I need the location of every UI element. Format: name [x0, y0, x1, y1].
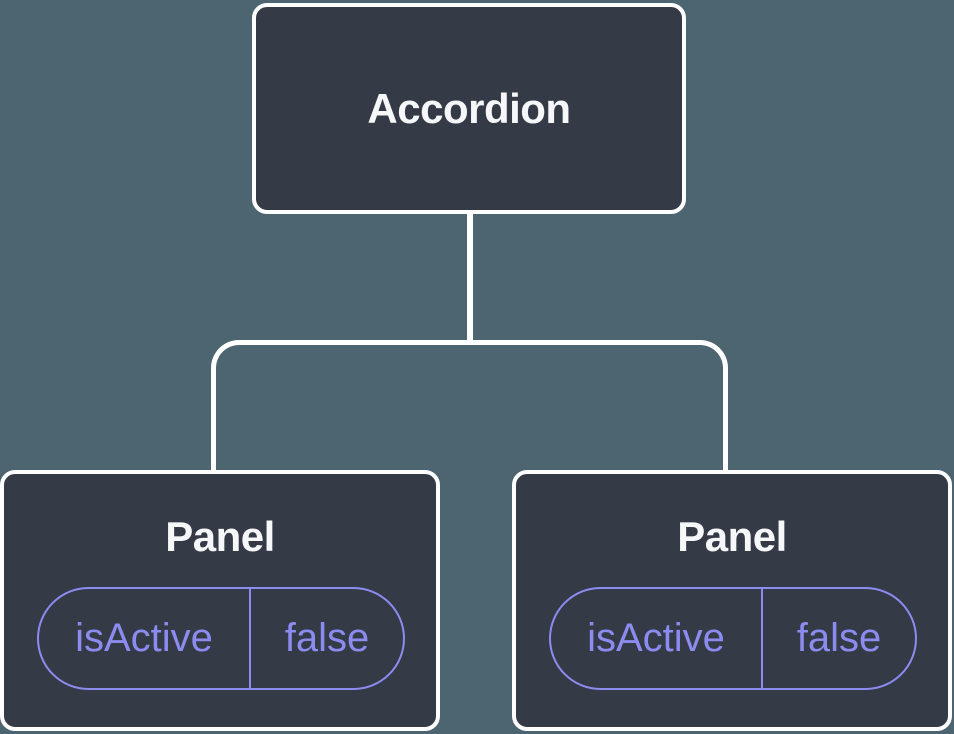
state-key-cell: isActive — [39, 589, 251, 688]
panel-node-label: Panel — [677, 513, 787, 560]
state-value-cell: false — [251, 589, 403, 688]
state-value-label: false — [796, 616, 882, 660]
state-key-label: isActive — [587, 616, 725, 660]
connector-bracket — [211, 340, 728, 471]
state-value-label: false — [284, 616, 370, 660]
panel-node-left: Panel isActive false — [0, 470, 440, 731]
accordion-node: Accordion — [252, 3, 686, 214]
panel-node-right: Panel isActive false — [512, 470, 952, 731]
panel-node-label: Panel — [165, 513, 275, 560]
state-pill: isActive false — [549, 587, 917, 690]
accordion-node-label: Accordion — [367, 84, 571, 132]
connector-stem — [467, 212, 473, 343]
state-pill: isActive false — [37, 587, 405, 690]
state-key-label: isActive — [75, 616, 213, 660]
state-value-cell: false — [763, 589, 915, 688]
state-key-cell: isActive — [551, 589, 763, 688]
